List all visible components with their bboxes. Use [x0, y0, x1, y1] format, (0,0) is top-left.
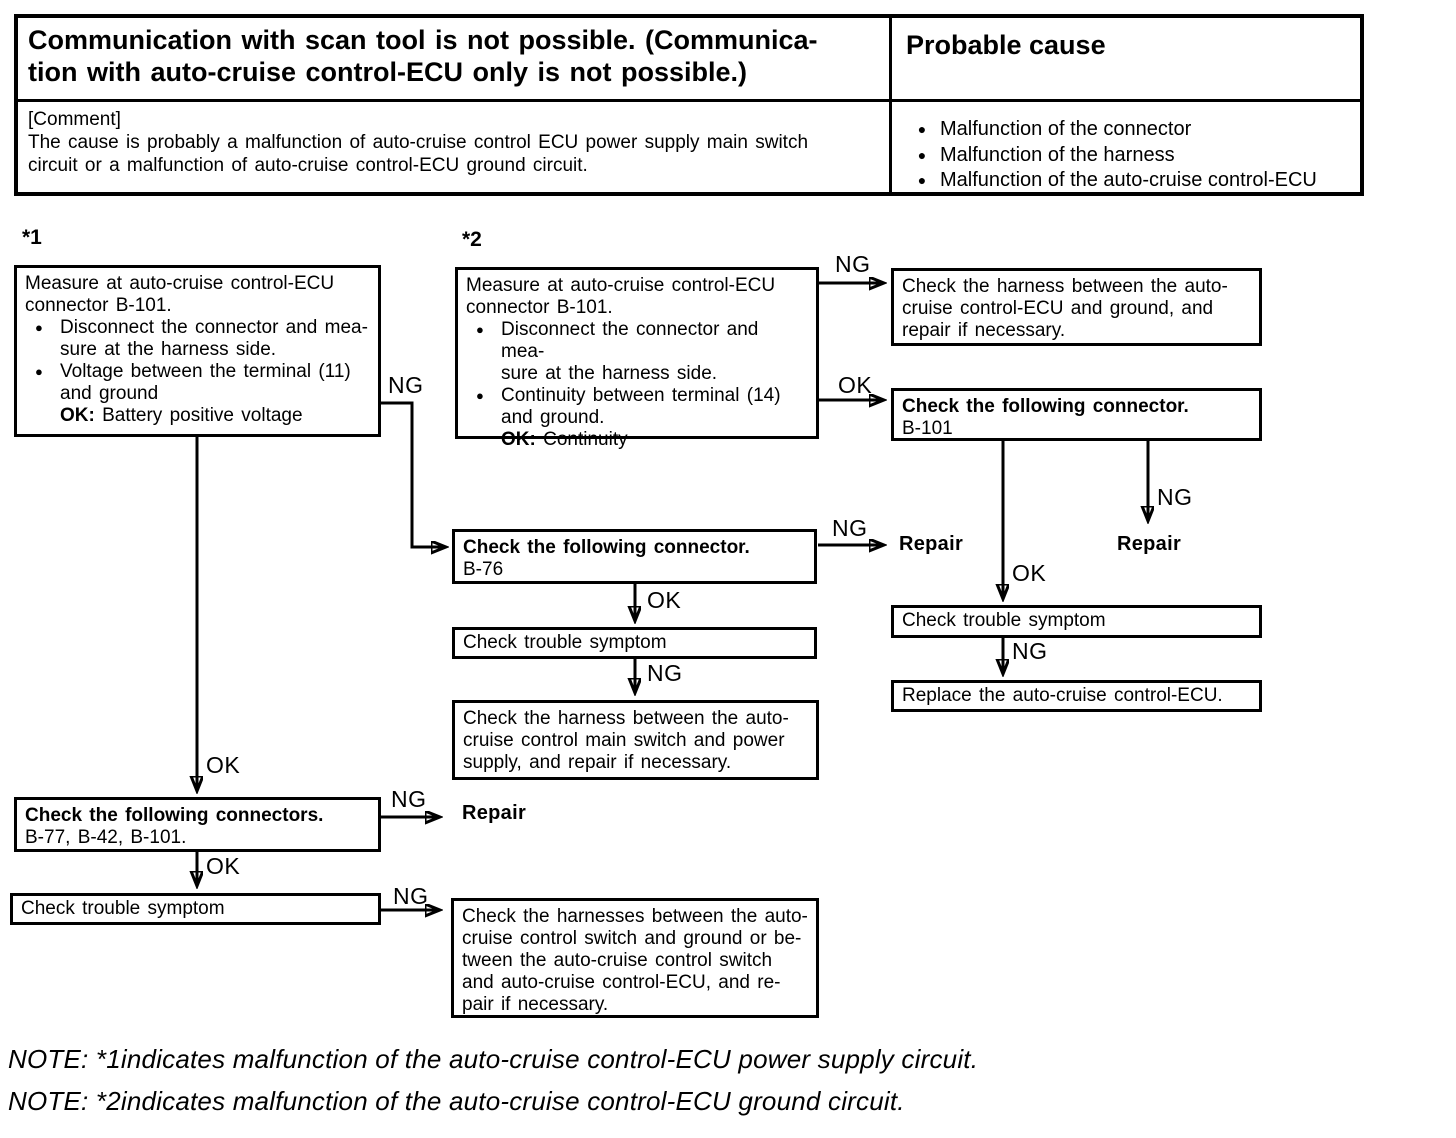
box-text: Check trouble symptom	[21, 898, 225, 919]
bullet-text: Voltage between the terminal (11) and gr…	[60, 361, 351, 404]
bullet-text: Disconnect the connector and mea- sure a…	[501, 319, 759, 384]
bullet-icon: ●	[917, 146, 927, 163]
flow-box-switch-harnesses: Check the harnesses between the auto- cr…	[451, 898, 819, 1018]
ok-label: OK	[206, 752, 241, 778]
bullet-row: ● Voltage between the terminal (11) and …	[25, 361, 370, 405]
box-head: Measure at auto-cruise control-ECU conne…	[466, 275, 776, 318]
ok-spec-label: OK:	[501, 429, 536, 450]
note-text: indicates malfunction of the auto-cruise…	[120, 1086, 905, 1116]
box-text: Check trouble symptom	[463, 632, 667, 653]
flow-box-trouble-symptom-left: Check trouble symptom	[10, 893, 381, 925]
flow-box-replace-ecu: Replace the auto-cruise control-ECU.	[891, 680, 1262, 712]
comment-text: The cause is probably a malfunction of a…	[28, 132, 809, 177]
bullet-icon: ●	[476, 388, 484, 403]
ok-spec-value: Battery positive voltage	[94, 405, 303, 426]
probable-cause-list: ● Malfunction of the connector ● Malfunc…	[892, 102, 1360, 192]
ng-label: NG	[832, 515, 868, 541]
ng-label: NG	[391, 786, 427, 812]
bullet-icon: ●	[35, 320, 43, 335]
ok-label: OK	[838, 372, 873, 398]
ok-label: OK	[206, 853, 241, 879]
ref-label-2: *2	[462, 228, 482, 251]
box-head: Check the following connectors.	[25, 805, 324, 826]
box-text: Check the harness between the auto- crui…	[902, 276, 1228, 341]
ok-spec-label: OK:	[60, 405, 95, 426]
cause-text: Malfunction of the connector	[940, 118, 1192, 140]
box-text: Check the harnesses between the auto- cr…	[462, 906, 808, 1015]
comment-tag: [Comment]	[28, 109, 121, 130]
bullet-row: ● Disconnect the connector and mea- sure…	[466, 319, 808, 385]
ng-label: NG	[647, 660, 683, 686]
bullet-icon: ●	[917, 121, 927, 137]
note-line-1: NOTE: *1indicates malfunction of the aut…	[8, 1044, 978, 1075]
box-head: Measure at auto-cruise control-ECU conne…	[25, 273, 335, 316]
flow-box-trouble-symptom-mid: Check trouble symptom	[452, 627, 817, 659]
list-item: ● Malfunction of the connector	[904, 118, 1354, 142]
cause-text: Malfunction of the auto-cruise control-E…	[940, 169, 1317, 192]
flow-box-trouble-symptom-right: Check trouble symptom	[891, 605, 1262, 638]
ok-spec-line: OK: Continuity	[501, 429, 808, 451]
bullet-text: Disconnect the connector and mea- sure a…	[60, 317, 368, 360]
cause-text: Malfunction of the harness	[940, 143, 1175, 166]
note-text: indicates malfunction of the auto-cruise…	[120, 1044, 979, 1074]
ng-label: NG	[835, 251, 871, 277]
bullet-icon: ●	[917, 172, 927, 189]
box-detail: B-76	[463, 559, 504, 580]
box-text: Check trouble symptom	[902, 610, 1106, 631]
bullet-text: Continuity between terminal (14) and gro…	[501, 385, 781, 428]
note-line-2: NOTE: *2indicates malfunction of the aut…	[8, 1086, 905, 1117]
flow-box-connector-b101: Check the following connector. B-101	[891, 388, 1262, 441]
flow-box-connector-b76: Check the following connector. B-76	[452, 529, 817, 584]
box-detail: B-77, B-42, B-101.	[25, 827, 187, 848]
note-marker: *2	[95, 1086, 121, 1116]
repair-terminal: Repair	[899, 533, 964, 555]
note-prefix: NOTE:	[8, 1044, 96, 1074]
ok-spec-value: Continuity	[535, 429, 628, 450]
repair-terminal: Repair	[462, 802, 527, 824]
bullet-icon: ●	[476, 322, 484, 337]
flow-box-connectors-b77-b42-b101: Check the following connectors. B-77, B-…	[14, 797, 381, 852]
flow-box-measure-continuity: Measure at auto-cruise control-ECU conne…	[455, 267, 819, 450]
flow-box-measure-voltage: Measure at auto-cruise control-ECU conne…	[14, 265, 381, 437]
ok-label: OK	[1012, 560, 1047, 586]
box-text: Replace the auto-cruise control-ECU.	[902, 685, 1223, 706]
bullet-icon: ●	[35, 364, 43, 379]
probable-cause-header: Probable cause	[892, 18, 1360, 102]
symptom-table: Communication with scan tool is not poss…	[14, 14, 1364, 196]
box-head: Check the following connector.	[463, 537, 750, 558]
box-text: Check the harness between the auto- crui…	[463, 708, 789, 773]
ng-label: NG	[388, 372, 424, 398]
ok-label: OK	[647, 587, 682, 613]
ng-label: NG	[1157, 484, 1193, 510]
box-head: Check the following connector.	[902, 396, 1189, 417]
comment-cell: [Comment] The cause is probably a malfun…	[18, 102, 892, 192]
symptom-title: Communication with scan tool is not poss…	[18, 18, 892, 102]
bullet-row: ● Disconnect the connector and mea- sure…	[25, 317, 370, 361]
arrow-box1-ng-elbow	[381, 401, 444, 547]
box-detail: B-101	[902, 418, 953, 439]
flow-box-harness-ground: Check the harness between the auto- crui…	[891, 268, 1262, 346]
ng-label: NG	[1012, 638, 1048, 664]
flow-box-main-switch-harness: Check the harness between the auto- crui…	[452, 700, 819, 780]
repair-terminal: Repair	[1117, 533, 1182, 555]
ok-spec-line: OK: Battery positive voltage	[60, 405, 370, 427]
list-item: ● Malfunction of the harness	[904, 144, 1354, 168]
bullet-row: ● Continuity between terminal (14) and g…	[466, 385, 808, 429]
list-item: ● Malfunction of the auto-cruise control…	[904, 169, 1354, 192]
ng-label: NG	[393, 883, 429, 909]
note-marker: *1	[95, 1044, 121, 1074]
ref-label-1: *1	[22, 226, 42, 249]
note-prefix: NOTE:	[8, 1086, 96, 1116]
